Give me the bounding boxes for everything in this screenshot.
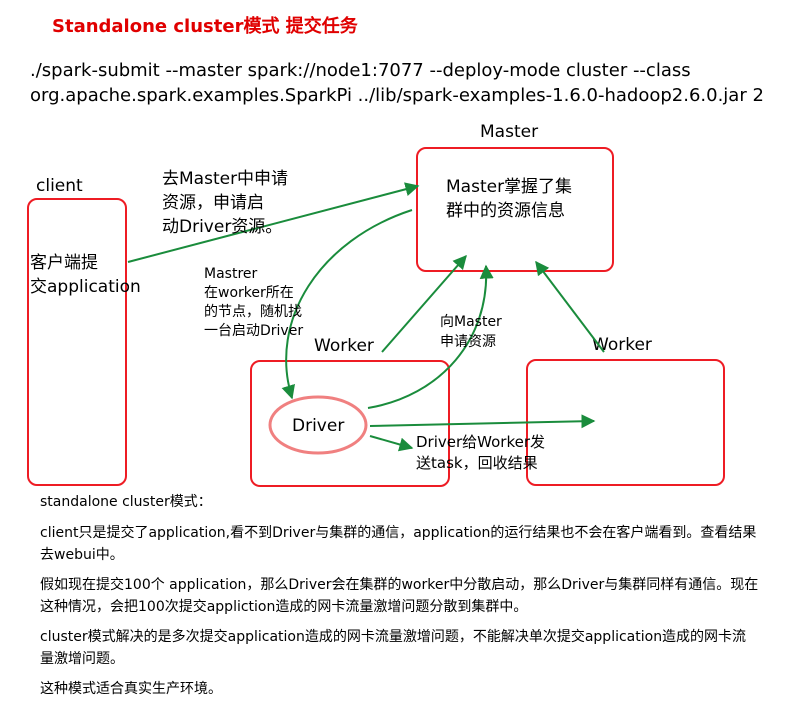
worker1-label: Worker [314, 336, 374, 356]
master-text-1: Master掌握了集 [446, 177, 573, 197]
arrow-client-to-master [127, 182, 420, 263]
client-text-1: 客户端提 [30, 253, 98, 273]
master-box [416, 147, 614, 272]
client-label: client [36, 176, 83, 196]
notes-heading: standalone cluster模式： [40, 494, 212, 510]
command-line-1: ./spark-submit --master spark://node1:70… [30, 60, 691, 81]
arrow-worker1-to-master [381, 254, 467, 353]
master-label: Master [480, 122, 539, 142]
annotation-client-to-master-2: 资源，申请启 [162, 193, 264, 213]
annotation-client-to-master-1: 去Master中申请 [162, 169, 289, 189]
annotation-client-to-master-3: 动Driver资源。 [162, 217, 283, 237]
worker2-label: Worker [592, 335, 652, 355]
annotation-master-to-worker-1: Mastrer [204, 266, 258, 282]
annotation-driver-to-worker-1: Driver给Worker发 [416, 433, 546, 451]
annotation-master-to-worker-2: 在worker所在 [204, 285, 294, 301]
master-text-2: 群中的资源信息 [446, 201, 565, 221]
driver-ellipse [268, 395, 368, 455]
notes-paragraph-2: 假如现在提交100个 application，那么Driver会在集群的work… [40, 577, 759, 615]
annotation-driver-to-master-1: 向Master [440, 314, 502, 330]
driver-label: Driver [292, 416, 345, 436]
arrow-driver-send-task [369, 435, 414, 452]
annotation-driver-to-worker-2: 送task，回收结果 [416, 454, 538, 472]
notes-paragraph-1: client只是提交了application,看不到Driver与集群的通信，a… [40, 525, 757, 563]
arrow-worker2-to-master [535, 260, 605, 353]
notes-paragraph-4: 这种模式适合真实生产环境。 [40, 681, 222, 697]
notes-paragraph-3: cluster模式解决的是多次提交application造成的网卡流量激增问题，… [40, 629, 747, 667]
arrow-driver-to-master [367, 264, 494, 409]
arrow-master-to-driver [281, 209, 413, 400]
client-text-2: 交application [30, 277, 141, 297]
annotation-master-to-worker-3: 的节点，随机找 [204, 304, 302, 320]
page-title: Standalone cluster模式 提交任务 [52, 16, 358, 37]
command-line-2: org.apache.spark.examples.SparkPi ../lib… [30, 85, 764, 106]
client-box [27, 198, 127, 486]
annotation-driver-to-master-2: 申请资源 [440, 334, 496, 350]
annotation-master-to-worker-4: 一台启动Driver [204, 323, 304, 339]
arrow-driver-to-worker2 [369, 414, 596, 429]
